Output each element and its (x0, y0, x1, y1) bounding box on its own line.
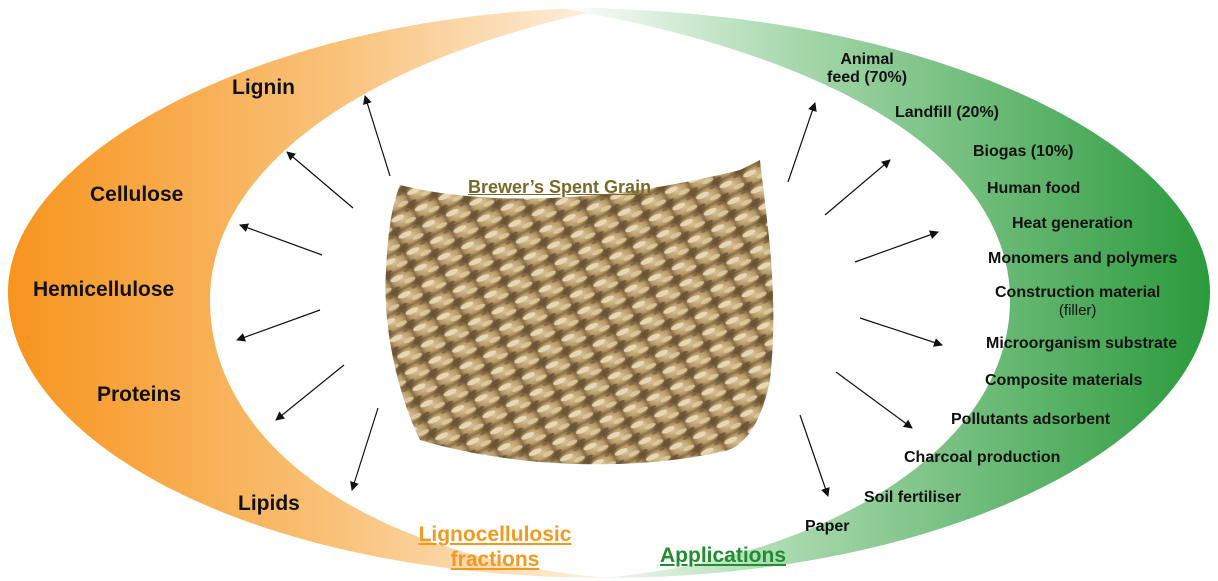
arrow-lignin-2 (287, 152, 353, 208)
arrow-biogas (855, 232, 938, 262)
left-title-line2: fractions (451, 548, 540, 571)
app-pollutants-adsorbent: Pollutants adsorbent (951, 411, 1110, 429)
arrow-heat (836, 372, 912, 428)
lignocellulosic-fractions-title: Lignocellulosic fractions (400, 522, 590, 572)
app-charcoal-production: Charcoal production (904, 449, 1060, 467)
app-construction-material: Construction material (filler) (995, 284, 1160, 320)
grain-image (385, 160, 773, 464)
arrow-lignin (365, 96, 390, 176)
app-biogas: Biogas (10%) (973, 143, 1073, 161)
fraction-hemicellulose: Hemicellulose (33, 278, 174, 302)
app-animal-feed-line2: feed (70%) (827, 69, 907, 86)
arrow-lipids (352, 408, 378, 490)
app-heat-generation: Heat generation (1012, 215, 1133, 233)
fraction-lignin: Lignin (232, 76, 295, 100)
app-landfill: Landfill (20%) (895, 104, 999, 122)
app-human-food: Human food (987, 180, 1080, 198)
arrow-charcoal (800, 415, 828, 496)
arrow-landfill (825, 160, 890, 215)
app-composite-materials: Composite materials (985, 372, 1142, 390)
fraction-lipids: Lipids (238, 492, 300, 516)
fraction-cellulose: Cellulose (90, 183, 183, 207)
fraction-proteins: Proteins (97, 383, 181, 407)
app-construction-label: Construction material (995, 284, 1160, 301)
arrow-human-food (860, 318, 942, 345)
app-construction-note: (filler) (995, 302, 1160, 319)
app-microorganism-substrate: Microorganism substrate (986, 335, 1177, 353)
arrow-cellulose (240, 225, 322, 255)
app-soil-fertiliser: Soil fertiliser (864, 489, 961, 507)
left-title-line1: Lignocellulosic (419, 523, 572, 546)
arrow-animal-feed (788, 103, 815, 182)
app-paper: Paper (805, 518, 849, 536)
applications-title: Applications (660, 543, 786, 568)
app-monomers-polymers: Monomers and polymers (988, 250, 1177, 268)
app-animal-feed-line1: Animal (840, 51, 893, 68)
center-title: Brewer’s Spent Grain (468, 177, 651, 198)
app-animal-feed: Animal feed (70%) (827, 51, 907, 88)
arrow-proteins (276, 365, 344, 420)
arrow-hemicellulose (237, 310, 320, 340)
